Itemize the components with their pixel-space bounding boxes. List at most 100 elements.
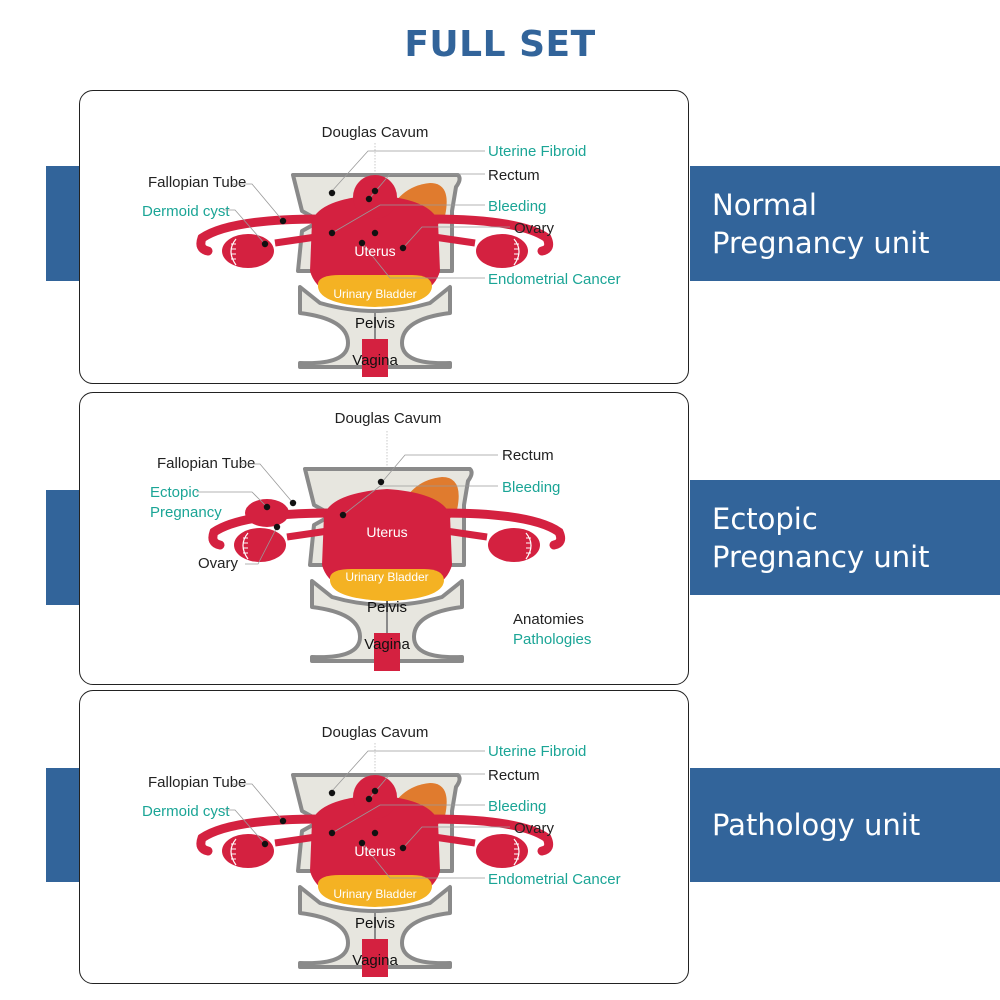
banner-ectopic-pregnancy-unit: Ectopic Pregnancy unit [690,480,1000,595]
uterine-fibroid-shape [353,775,397,819]
leader-line [240,463,294,504]
marker-dot [371,829,379,837]
marker-dot [279,817,287,825]
label-bleeding: Bleeding [502,479,560,496]
urinary-bladder-shape [318,875,432,907]
ectopic-pregnancy-mass [245,499,289,527]
vagina-shape [374,633,400,671]
banner-line: Ectopic [712,501,818,536]
ovarian-ligament-left [274,833,317,847]
fallopian-tube-right [425,214,554,256]
marker-dot [358,239,366,247]
leader-line [331,804,485,834]
legend-pathologies: Pathologies [513,631,591,648]
label-rectum: Rectum [488,167,540,184]
ovary-outline-left [230,238,237,266]
ovary-left [222,834,274,868]
leader-line [331,150,485,192]
label-douglas-cavum: Douglas Cavum [322,124,429,141]
marker-dot [279,217,287,225]
marker-dot [399,844,407,852]
marker-dot [371,187,379,195]
label-bleeding: Bleeding [488,198,546,215]
banner-line: Pathology unit [712,808,921,842]
label-pelvis: Pelvis [367,599,407,616]
label-uterine-fibroid: Uterine Fibroid [488,743,586,760]
ovary-right [476,234,528,268]
marker-dot [339,511,347,519]
banner-line: Normal [712,187,817,222]
vagina-shape [362,939,388,977]
marker-dot [263,503,271,511]
marker-dot [328,829,336,837]
marker-dot [365,795,373,803]
ovary-right [488,528,540,562]
legend-anatomies: Anatomies [513,611,584,628]
ovary-left [222,234,274,268]
label-endometrial-cancer: Endometrial Cancer [488,271,621,288]
label-vagina: Vagina [352,952,398,969]
ovarian-ligament-right [445,527,488,541]
label-ectopic-pregnancy-line1: Ectopic [150,484,200,501]
banner-line: Pregnancy unit [712,225,930,260]
vagina-shape [362,339,388,377]
label-rectum: Rectum [502,447,554,464]
marker-dot [328,189,336,197]
ovarian-ligament-right [433,233,476,247]
label-ovary: Ovary [514,220,555,237]
leader-line [342,485,498,516]
ovary-left [234,528,286,562]
leader-line [245,526,278,565]
marker-dot [358,839,366,847]
label-pelvis: Pelvis [355,315,395,332]
leader-line [402,826,510,849]
marker-dot [328,789,336,797]
leader-line [361,242,485,279]
label-pelvis: Pelvis [355,915,395,932]
leader-line [402,226,510,249]
uterine-fibroid-shape [353,175,397,219]
fallopian-tube-left [208,508,337,550]
ovary-outline-left [230,838,237,866]
leader-line [232,783,284,822]
fallopian-tube-right [425,814,554,856]
leader-line [331,204,485,234]
marker-dot [365,195,373,203]
urinary-bladder-shape [330,569,444,601]
leader-line [232,183,284,222]
fallopian-tube-right [437,508,566,550]
marker-dot [371,229,379,237]
banner-strip-left [46,166,82,281]
label-douglas-cavum: Douglas Cavum [322,724,429,741]
label-ovary: Ovary [514,820,555,837]
marker-dot [371,787,379,795]
leader-line [223,809,266,845]
label-fallopian-tube: Fallopian Tube [157,455,255,472]
marker-dot [261,840,269,848]
label-rectum: Rectum [488,767,540,784]
label-uterus: Uterus [366,524,407,540]
label-ovary: Ovary [198,555,239,572]
marker-dot [273,523,281,531]
urinary-bladder-shape [318,275,432,307]
label-fallopian-tube: Fallopian Tube [148,174,246,191]
label-urinary-bladder: Urinary Bladder [345,570,428,584]
marker-dot [399,244,407,252]
label-ectopic-pregnancy-line2: Pregnancy [150,504,222,521]
label-vagina: Vagina [364,636,410,653]
label-fallopian-tube: Fallopian Tube [148,774,246,791]
marker-dot [328,229,336,237]
leader-line [361,842,485,879]
leader-line [331,750,485,792]
ovary-outline-right [513,838,520,866]
label-douglas-cavum: Douglas Cavum [335,410,442,427]
ovarian-ligament-left [286,527,329,541]
label-bleeding: Bleeding [488,798,546,815]
ovarian-ligament-right [433,833,476,847]
banner-strip-left [46,490,82,605]
ovary-outline-left [242,532,249,560]
